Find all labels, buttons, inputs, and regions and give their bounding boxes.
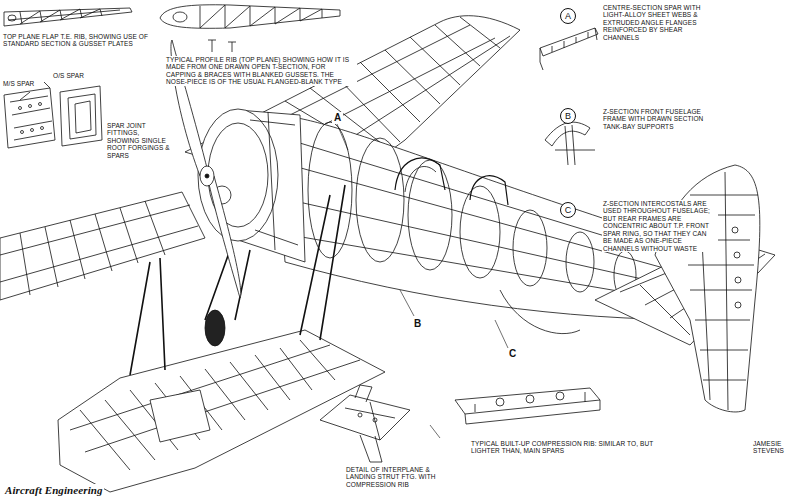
landing-wheel [205, 310, 225, 346]
part-name: M/S SPAR [2, 80, 44, 87]
signature: JAMESIE STEVENS [752, 440, 794, 455]
note-text: CENTRE-SECTION SPAR WITH LIGHT-ALLOY SHE… [602, 4, 716, 41]
flap-rib-detail [4, 8, 132, 26]
circled-letter: B [560, 108, 576, 124]
circled-letter: A [560, 8, 576, 24]
strut-fitting-detail [320, 385, 410, 462]
part-name: O/S SPAR [52, 72, 94, 79]
note-text: TOP PLANE FLAP T.E. RIB, SHOWING USE OF … [2, 33, 154, 48]
note-text: Z-SECTION INTERCOSTALS ARE USED THROUGHO… [602, 200, 718, 252]
note-text: SPAR JOINT FITTINGS, SHOWING SINGLE ROOT… [106, 122, 174, 159]
tail-unit [595, 165, 775, 412]
callout-letter: A [565, 11, 571, 21]
detail-a [540, 28, 598, 70]
note-text: TYPICAL BUILT-UP COMPRESSION RIB: SIMILA… [470, 440, 672, 455]
callout-letter: C [507, 348, 518, 360]
callout-letter: B [565, 111, 571, 121]
note-text: DETAIL OF INTERPLANE & LANDING STRUT FTG… [345, 466, 457, 488]
leader-lines [337, 124, 508, 438]
note-text: TYPICAL PROFILE RIB (TOP PLANE) SHOWING … [165, 56, 357, 86]
upper-wing-left [0, 192, 205, 300]
compression-rib-detail [455, 388, 600, 424]
callout-letter: C [565, 205, 572, 215]
note-text: Z-SECTION FRONT FUSELAGE FRAME WITH DRAW… [602, 108, 712, 130]
callout-letter: A [332, 112, 343, 124]
callout-letter: B [412, 318, 423, 330]
profile-rib-detail [160, 5, 340, 52]
detail-b [545, 122, 595, 165]
spar-fittings-detail [4, 80, 102, 148]
caption: Aircraft Engineering [4, 484, 104, 497]
circled-letter: C [560, 202, 576, 218]
